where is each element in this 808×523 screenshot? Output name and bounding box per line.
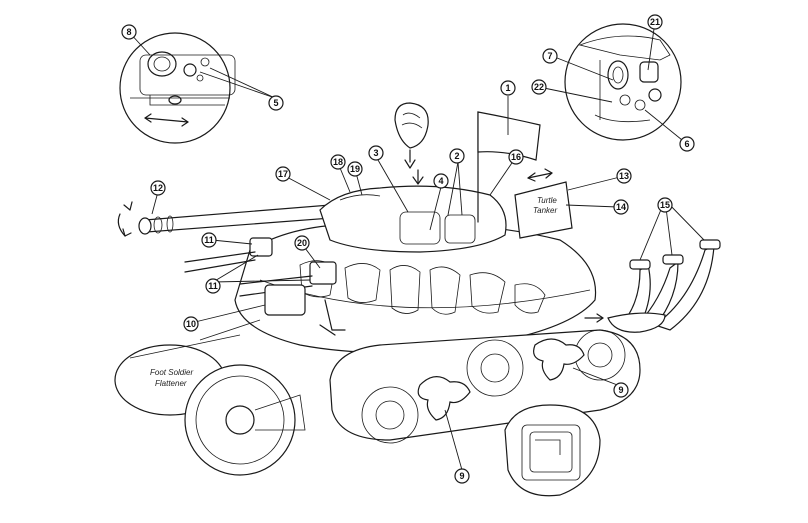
callout-11-top: 11 [201, 232, 217, 248]
svg-text:9: 9 [618, 385, 623, 395]
sign-text-1: Turtle [537, 196, 557, 205]
sign-board: Turtle Tanker [514, 168, 573, 239]
inset-detail-right [564, 23, 682, 141]
inset-detail-left [119, 32, 236, 144]
callout-15: 15 [657, 197, 673, 213]
callout-12: 12 [150, 180, 166, 196]
callout-16: 16 [508, 149, 524, 165]
front-roller: Foot Soldier Flattener [114, 319, 306, 476]
callout-3: 3 [368, 145, 384, 161]
roller-text-2: Flattener [155, 379, 187, 388]
svg-text:7: 7 [547, 51, 552, 61]
callouts: 1 2 3 4 5 6 7 8 9 9 10 11 11 12 13 14 15… [121, 14, 695, 484]
svg-text:6: 6 [684, 139, 689, 149]
callout-5: 5 [268, 95, 284, 111]
callout-20: 20 [294, 235, 310, 251]
callout-17: 17 [275, 166, 291, 182]
callout-19: 19 [347, 161, 363, 177]
svg-text:22: 22 [534, 82, 544, 92]
svg-text:9: 9 [459, 471, 464, 481]
callout-1: 1 [500, 80, 516, 96]
svg-text:21: 21 [650, 17, 660, 27]
callout-2: 2 [449, 148, 465, 164]
sign-text-2: Tanker [533, 206, 558, 215]
turret [319, 102, 507, 253]
callout-11-bottom: 11 [205, 278, 221, 294]
svg-text:18: 18 [333, 157, 343, 167]
svg-text:3: 3 [373, 148, 378, 158]
svg-text:15: 15 [660, 200, 670, 210]
svg-text:14: 14 [616, 202, 626, 212]
callout-8: 8 [121, 24, 137, 40]
svg-text:2: 2 [454, 151, 459, 161]
svg-text:16: 16 [511, 152, 521, 162]
svg-text:19: 19 [350, 164, 360, 174]
svg-text:1: 1 [505, 83, 510, 93]
callout-21: 21 [647, 14, 663, 30]
exhaust-pipes [584, 239, 721, 333]
callout-10: 10 [183, 316, 199, 332]
svg-text:11: 11 [208, 281, 218, 291]
flag [477, 111, 541, 223]
svg-text:17: 17 [278, 169, 288, 179]
callout-22: 22 [531, 79, 547, 95]
svg-text:20: 20 [297, 238, 307, 248]
svg-text:5: 5 [273, 98, 278, 108]
svg-text:13: 13 [619, 171, 629, 181]
callout-13: 13 [616, 168, 632, 184]
svg-text:12: 12 [153, 183, 163, 193]
svg-text:10: 10 [186, 319, 196, 329]
callout-9-right: 9 [613, 382, 629, 398]
callout-7: 7 [542, 48, 558, 64]
roller-text-1: Foot Soldier [150, 368, 193, 377]
callout-14: 14 [613, 199, 629, 215]
inset-hatch-detail [504, 404, 601, 497]
side-guns [184, 237, 346, 336]
callout-6: 6 [679, 136, 695, 152]
svg-text:8: 8 [126, 27, 131, 37]
callout-18: 18 [330, 154, 346, 170]
callout-4: 4 [433, 173, 449, 189]
svg-text:4: 4 [438, 176, 443, 186]
svg-text:11: 11 [204, 235, 214, 245]
callout-9-bottom: 9 [454, 468, 470, 484]
